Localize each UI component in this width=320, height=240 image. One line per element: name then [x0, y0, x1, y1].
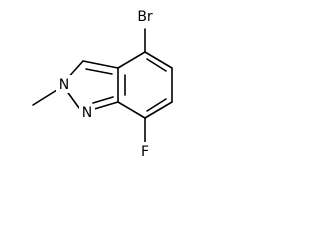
bond-c4-c5 [144, 51, 173, 69]
bond-c4-c5-inner [146, 58, 167, 72]
bond-c7-c7a [117, 101, 146, 119]
bond-c3a-c3 [82, 60, 119, 69]
n2-label-bg [56, 75, 72, 93]
atom-labels: Br F N N [56, 8, 159, 162]
molecule-diagram: Br F N N [32, 8, 173, 162]
bond-c6-c7-inner [146, 98, 167, 112]
bond-n1-c7a [90, 101, 119, 111]
bond-n1-c7a-inner [92, 96, 114, 104]
bond-c3-c3a-inner [85, 68, 113, 75]
f-label-bg [137, 142, 153, 162]
br-label-bg [131, 8, 159, 28]
fluorine-label: F [141, 144, 149, 160]
bond-c3a-c4 [117, 51, 146, 69]
bond-n2-methyl [32, 89, 58, 106]
bonds [32, 28, 173, 144]
n1-label-bg [79, 104, 95, 122]
bond-c6-c7 [144, 101, 173, 119]
nitrogen-2-label: N [59, 77, 69, 93]
bromine-label: Br [137, 9, 153, 25]
nitrogen-1-label: N [82, 105, 92, 121]
structure-canvas: Br F N N [0, 0, 178, 178]
